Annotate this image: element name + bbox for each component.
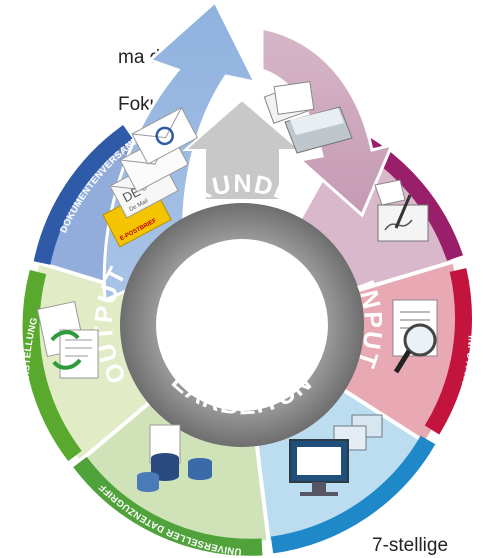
signature-pad-icon	[374, 179, 429, 242]
database-icon	[137, 424, 212, 492]
scanner-icon	[263, 81, 353, 154]
envelopes-icon: E-POSTBRIEF DE De Mail	[102, 107, 199, 248]
monitors-icon	[289, 414, 383, 496]
text-fragment-7: 7-stellige	[372, 535, 449, 556]
outer-bands	[22, 125, 473, 556]
magnifier-document-icon	[392, 299, 438, 374]
kunde-arrow	[182, 98, 303, 201]
documents-cycle-icon	[36, 300, 99, 379]
center-ring-hole	[156, 239, 328, 411]
